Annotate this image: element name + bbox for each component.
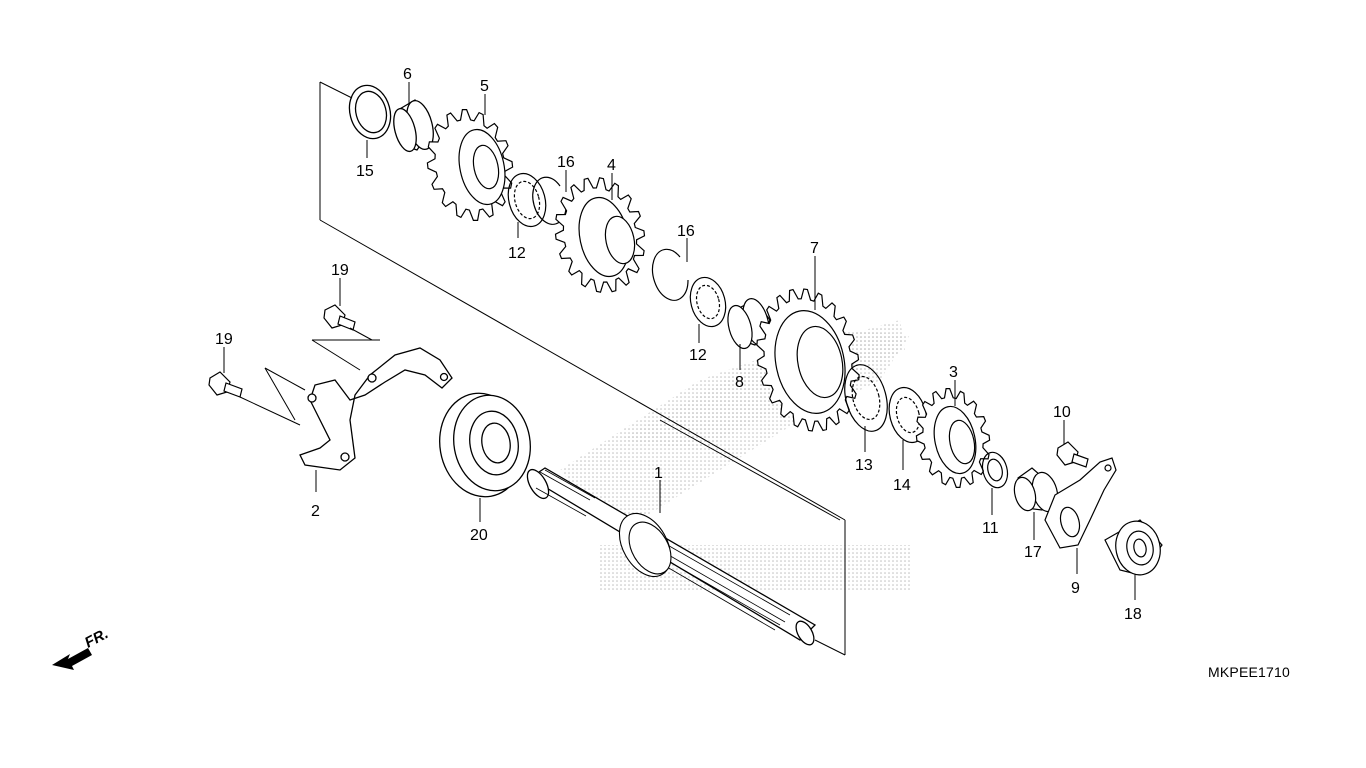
assembly-outline (319, 81, 846, 656)
needle-bearing-17 (1013, 467, 1059, 513)
gear-3 (915, 388, 991, 488)
callout-8: 8 (735, 374, 744, 391)
callout-3: 3 (949, 364, 958, 381)
mainshaft (526, 467, 817, 646)
front-direction-label: FR. (82, 625, 111, 651)
callout-15: 15 (356, 163, 374, 180)
callout-12-lower: 12 (689, 347, 707, 364)
setting-plate-9 (1044, 457, 1117, 549)
splined-washer-12-upper (507, 172, 547, 228)
needle-bearing-8 (727, 298, 771, 350)
ball-bearing-20 (439, 392, 531, 498)
bracket-2 (299, 347, 453, 471)
callout-14: 14 (893, 477, 911, 494)
ball-bearing-18 (1104, 519, 1163, 576)
callout-16-upper: 16 (557, 154, 575, 171)
callout-7: 7 (810, 240, 819, 257)
splined-washer-12-lower (689, 276, 727, 328)
callout-labels: 6 5 15 16 4 12 16 19 7 19 12 3 8 10 13 1… (215, 66, 1142, 623)
shaft-gear (618, 513, 672, 577)
callout-5: 5 (480, 78, 489, 95)
callout-leaders (223, 82, 1136, 600)
callout-2: 2 (311, 503, 320, 520)
callout-17: 17 (1024, 544, 1042, 561)
bolt-19-lower (208, 371, 243, 398)
diagram-code: MKPEE1710 (1208, 664, 1290, 680)
circlip-16-lower (651, 248, 689, 301)
callout-4: 4 (607, 157, 616, 174)
gear-5 (426, 108, 514, 221)
gear-7 (756, 288, 860, 432)
callout-16-lower: 16 (677, 223, 695, 240)
bushing-6 (393, 99, 434, 153)
front-direction-arrow: FR. (52, 625, 111, 670)
callout-13: 13 (855, 457, 873, 474)
callout-18: 18 (1124, 606, 1142, 623)
bolt-10 (1056, 441, 1089, 468)
callout-19-upper: 19 (331, 262, 349, 279)
callout-9: 9 (1071, 580, 1080, 597)
thrust-washer-11 (981, 451, 1009, 489)
callout-20: 20 (470, 527, 488, 544)
callout-10: 10 (1053, 404, 1071, 421)
bolt-19-upper (323, 304, 356, 331)
callout-19-lower: 19 (215, 331, 233, 348)
callout-6: 6 (403, 66, 412, 83)
gear-4 (554, 177, 646, 293)
thrust-washer-15 (348, 84, 392, 140)
callout-1: 1 (654, 465, 663, 482)
washer-13 (844, 364, 888, 432)
callout-11: 11 (982, 520, 999, 537)
bolt-leader-lines (239, 327, 380, 426)
callout-12-upper: 12 (508, 245, 526, 262)
